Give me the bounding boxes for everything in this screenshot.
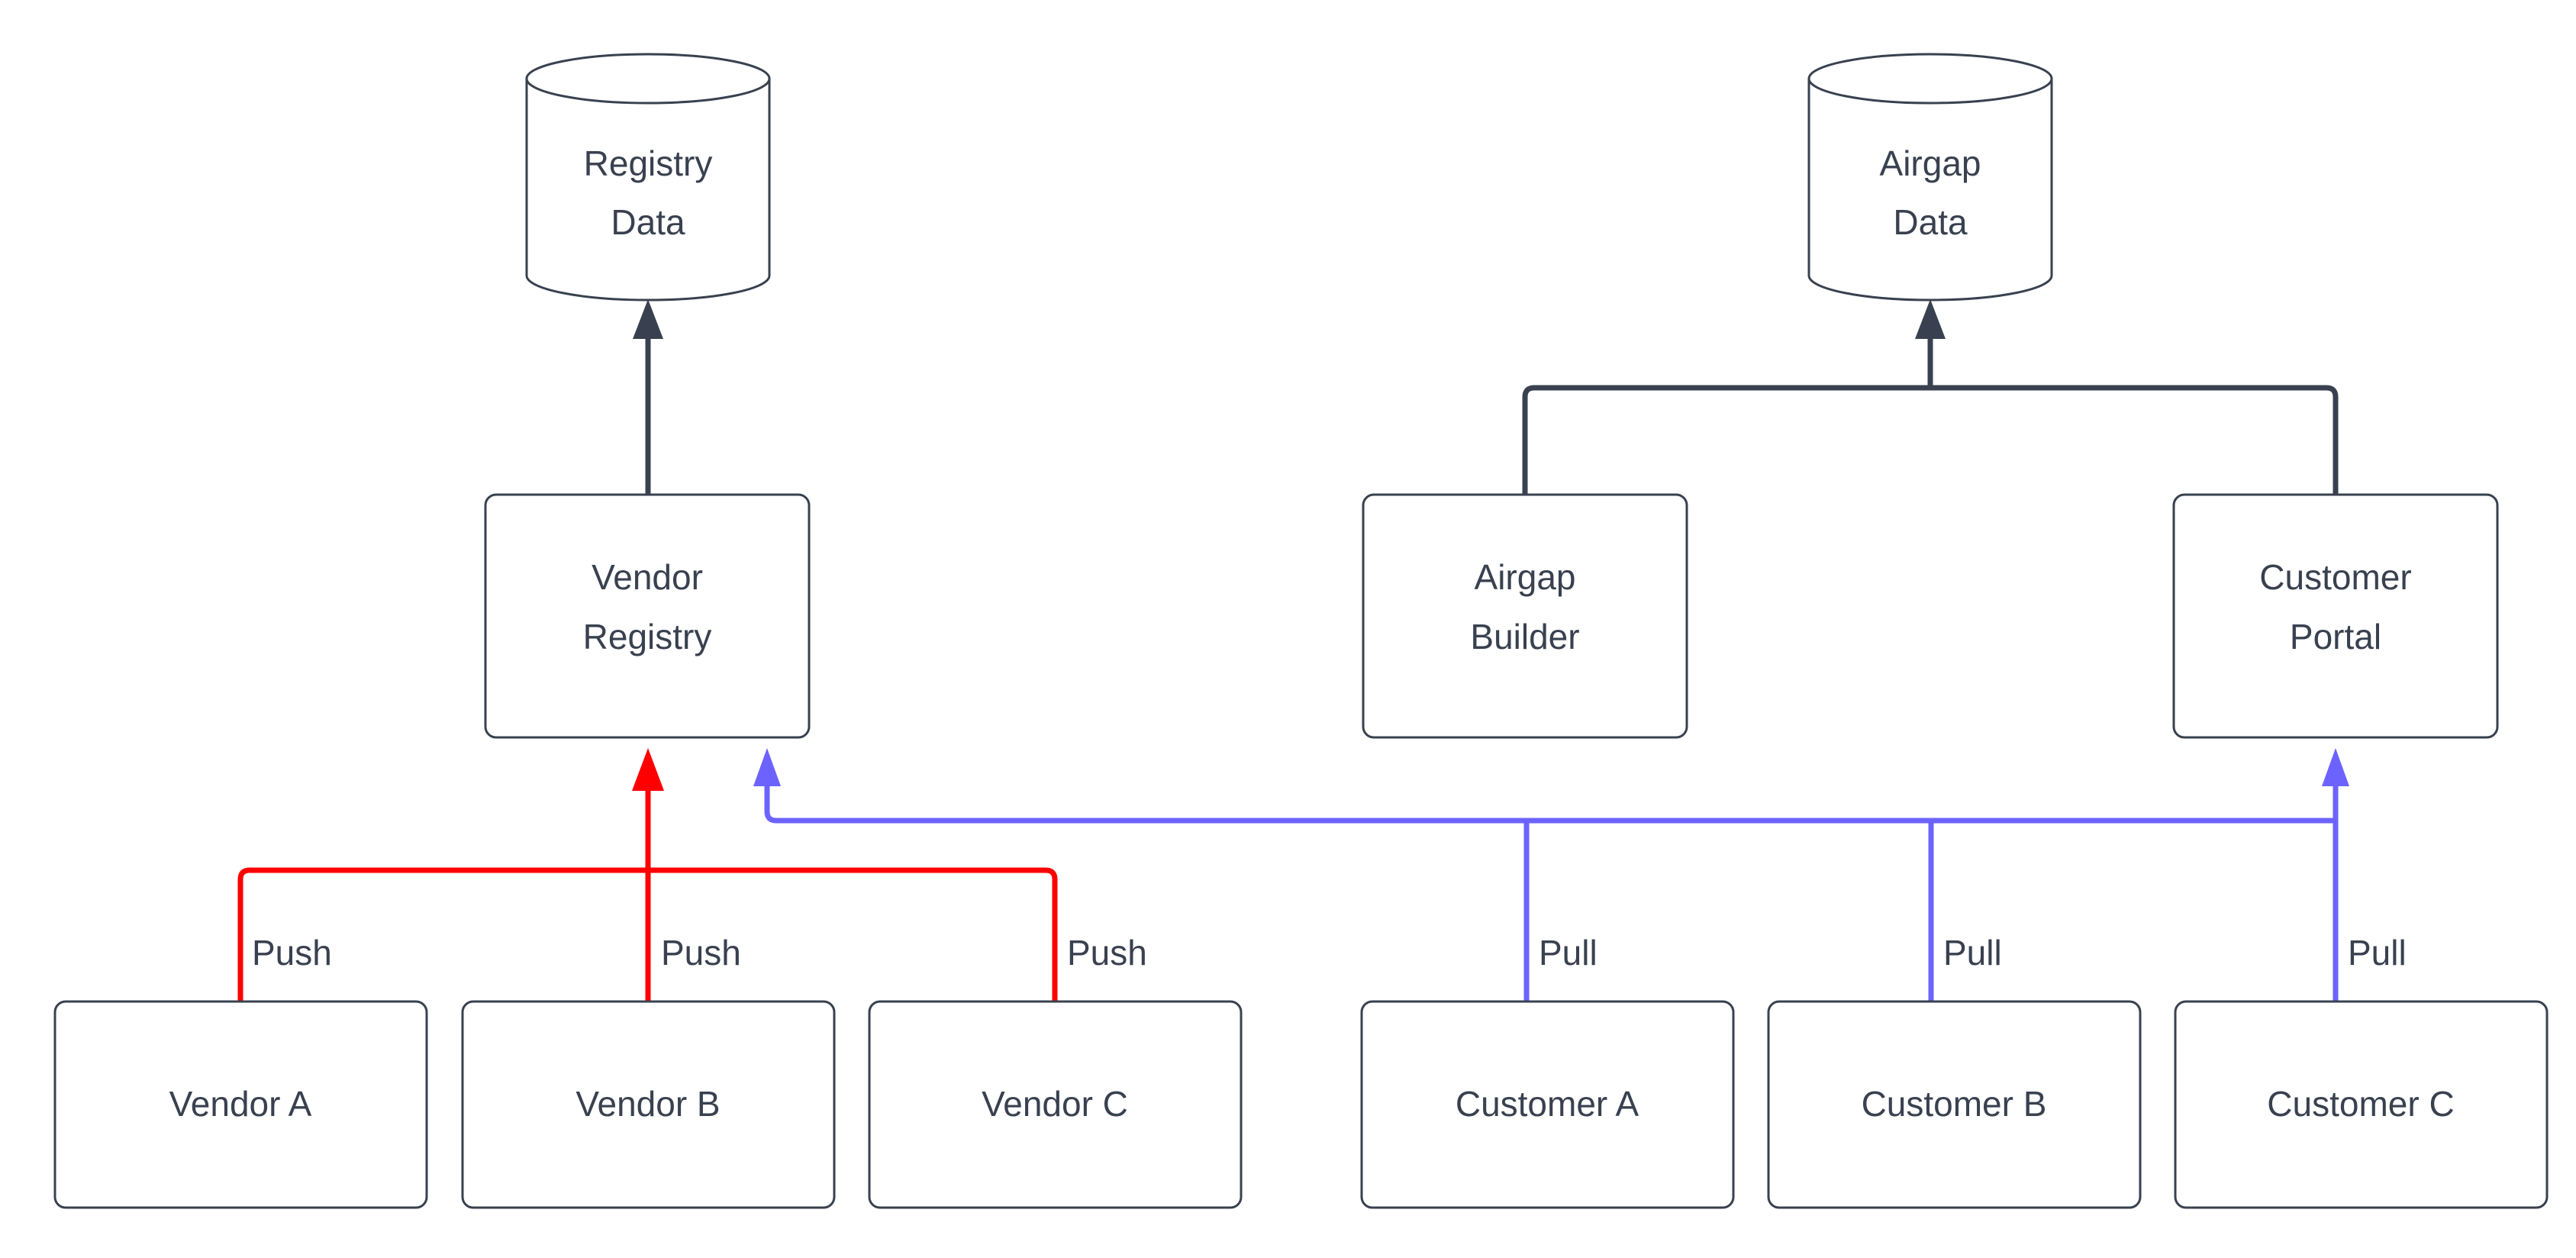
node-box (1767, 1000, 2142, 1209)
node-label-line1: Airgap (1475, 557, 1576, 597)
edge-group-pull (753, 748, 2349, 1002)
edge-customer-portal-to-airgap-data (1915, 299, 2339, 495)
arrowhead-up-icon (2322, 748, 2349, 786)
node-label-line1: Vendor (592, 557, 703, 597)
node-box (2172, 493, 2499, 739)
node-customer-a[interactable]: Customer A (1360, 1000, 1735, 1209)
node-box (2174, 1000, 2549, 1209)
datastore-registry-data[interactable]: Registry Data (525, 53, 771, 302)
edge-label-pull-c: Pull (2348, 933, 2407, 973)
node-airgap-builder[interactable]: Airgap Builder (1362, 493, 1688, 739)
edge-label-push-c: Push (1067, 933, 1147, 973)
node-label: Vendor A (169, 1084, 312, 1124)
node-box (1362, 493, 1688, 739)
arrowhead-up-icon (753, 748, 781, 786)
edge-pull-bus-to-vendor-registry (764, 771, 2336, 824)
arrowhead-up-icon (632, 748, 664, 791)
node-label-line2: Portal (2290, 617, 2381, 656)
datastore-label-line2: Data (1893, 202, 1968, 242)
edge-label-push-a: Push (252, 933, 332, 973)
arrowhead-up-icon (633, 299, 663, 339)
node-vendor-b[interactable]: Vendor B (461, 1000, 836, 1209)
edge-label-pull-b: Pull (1943, 933, 2002, 973)
node-customer-portal[interactable]: Customer Portal (2172, 493, 2499, 739)
node-customer-b[interactable]: Customer B (1767, 1000, 2142, 1209)
node-vendor-a[interactable]: Vendor A (53, 1000, 428, 1209)
datastore-label-line2: Data (611, 202, 685, 242)
arrowhead-up-icon (1915, 299, 1946, 339)
node-label-line2: Builder (1470, 617, 1579, 656)
node-label: Vendor B (575, 1084, 720, 1124)
edge-vendor-registry-to-registry-data (633, 299, 663, 495)
edge-airgap-builder-to-airgap-data (1522, 385, 1922, 495)
datastore-label-line1: Registry (584, 144, 713, 183)
node-customer-c[interactable]: Customer C (2174, 1000, 2549, 1209)
edge-line (1922, 385, 2339, 495)
edge-line (1522, 385, 1922, 495)
edge-label-push-b: Push (661, 933, 741, 973)
cylinder-body (525, 77, 771, 302)
node-label: Customer A (1456, 1084, 1639, 1124)
node-vendor-c[interactable]: Vendor C (868, 1000, 1243, 1209)
node-box (53, 1000, 428, 1209)
node-box (484, 493, 811, 739)
edge-push-vendor-a (237, 867, 648, 1002)
cylinder-top-ellipse (1807, 53, 2053, 105)
node-label: Vendor C (982, 1084, 1128, 1124)
edge-label-pull-a: Pull (1539, 933, 1598, 973)
node-label: Customer B (1862, 1084, 2047, 1124)
node-box (1360, 1000, 1735, 1209)
node-box (461, 1000, 836, 1209)
node-vendor-registry[interactable]: Vendor Registry (484, 493, 811, 739)
datastore-label-line1: Airgap (1880, 144, 1981, 183)
datastore-airgap-data[interactable]: Airgap Data (1807, 53, 2053, 302)
cylinder-top-ellipse (525, 53, 771, 105)
edge-push-vendor-c (648, 867, 1058, 1002)
edge-group-push (237, 748, 1058, 1002)
node-label-line1: Customer (2259, 557, 2411, 597)
cylinder-body (1807, 77, 2053, 302)
node-label: Customer C (2267, 1084, 2454, 1124)
node-box (868, 1000, 1243, 1209)
node-label-line2: Registry (583, 617, 712, 656)
